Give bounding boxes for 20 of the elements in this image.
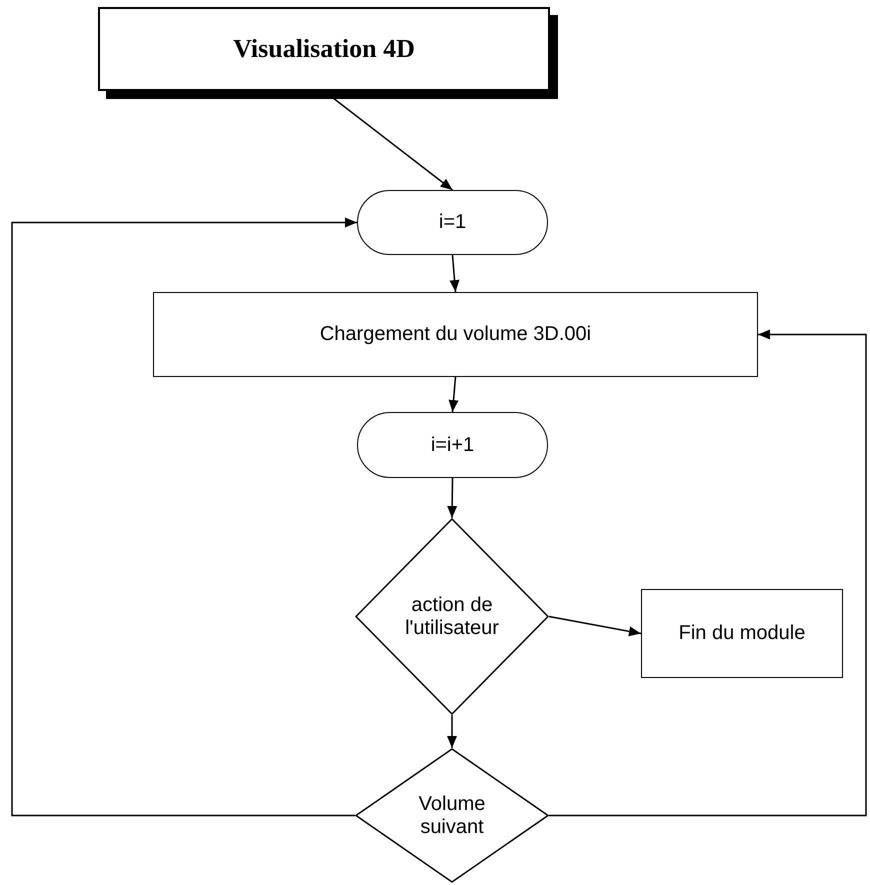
terminal-box	[357, 412, 548, 478]
decision-diamond	[355, 748, 549, 883]
terminal-box	[357, 190, 548, 255]
node-label: i=1	[438, 211, 466, 234]
node-label: Chargement du volume 3D.00i	[320, 323, 592, 346]
process-box	[153, 292, 758, 377]
process-box	[641, 589, 843, 678]
node-label: Fin du module	[678, 622, 806, 645]
decision-diamond	[355, 518, 549, 715]
arrow	[548, 616, 642, 636]
node-label: Volume suivant	[418, 792, 486, 838]
arrow	[447, 715, 457, 748]
node-label: Visualisation 4D	[233, 34, 415, 64]
arrow	[447, 478, 458, 518]
node-label: i=i+1	[430, 434, 474, 456]
arrow	[450, 254, 460, 292]
arrow	[549, 330, 867, 816]
arrow	[11, 218, 357, 816]
arrow	[448, 376, 458, 412]
node-label: action de l'utilisateur	[404, 594, 500, 640]
